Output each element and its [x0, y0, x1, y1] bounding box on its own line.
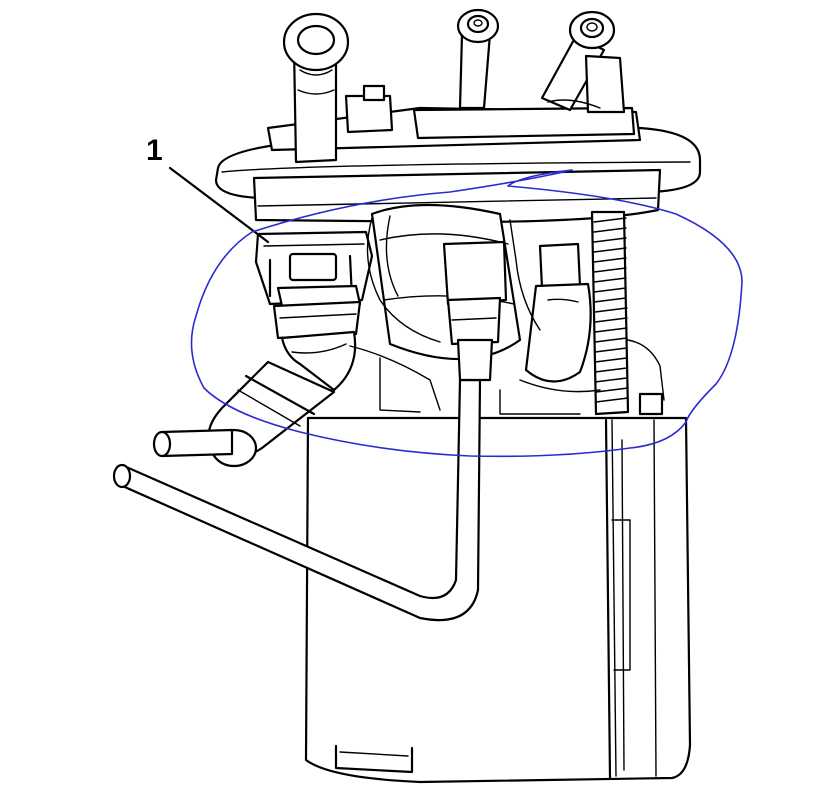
fuel-pump: [370, 203, 592, 383]
reservoir-canister: [304, 416, 692, 784]
callout-number-1: 1: [146, 134, 163, 167]
guide-spring: [590, 210, 665, 416]
wiring-harness: [349, 215, 601, 415]
quick-connect-fitting: [207, 230, 374, 468]
flange-pipes: [282, 8, 626, 164]
callout-1-leader: [168, 166, 270, 244]
return-tube: [112, 378, 482, 622]
highlight-annotation: [190, 169, 743, 458]
